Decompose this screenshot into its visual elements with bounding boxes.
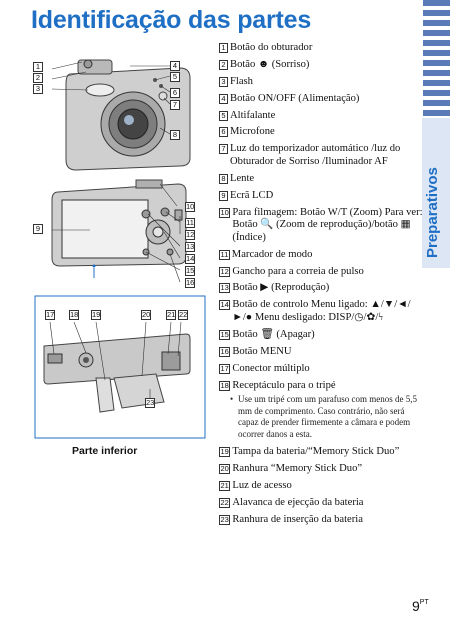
callout-11: 11 xyxy=(185,218,195,228)
callout-9: 9 xyxy=(33,224,43,234)
section-stripes xyxy=(423,0,450,120)
callout-15: 15 xyxy=(185,266,195,276)
callout-12: 12 xyxy=(185,230,195,240)
callout-7: 7 xyxy=(170,100,180,110)
callout-16: 16 xyxy=(185,278,195,288)
callout-5: 5 xyxy=(170,72,180,82)
callout-6: 6 xyxy=(170,88,180,98)
section-tab[interactable] xyxy=(422,118,450,268)
camera-back-view xyxy=(51,179,187,283)
page-number: 9PT xyxy=(412,598,429,614)
callout-18: 18 xyxy=(69,310,79,320)
callout-4: 4 xyxy=(170,61,180,71)
camera-illustrations xyxy=(34,59,206,439)
callout-21: 21 xyxy=(166,310,176,320)
camera-diagram: 1 2 3 4 5 6 7 8 9 10 11 12 13 14 15 16 1… xyxy=(30,42,215,462)
callout-13: 13 xyxy=(185,242,195,252)
callout-20: 20 xyxy=(141,310,151,320)
callout-19: 19 xyxy=(91,310,101,320)
callout-23: 23 xyxy=(145,398,155,408)
callout-1: 1 xyxy=(33,62,43,72)
page-title: Identificação das partes xyxy=(31,6,312,34)
camera-front-view xyxy=(51,59,191,171)
callout-22: 22 xyxy=(178,310,188,320)
callout-10: 10 xyxy=(185,202,195,212)
section-tab-label: Preparativos xyxy=(424,167,441,258)
callout-17: 17 xyxy=(45,310,55,320)
callout-3: 3 xyxy=(33,84,43,94)
callout-14: 14 xyxy=(185,254,195,264)
callout-8: 8 xyxy=(170,130,180,140)
bottom-view-box xyxy=(34,295,206,439)
callout-2: 2 xyxy=(33,73,43,83)
tripod-note: •Use um tripé com um parafuso com menos … xyxy=(230,394,417,439)
bottom-view-label: Parte inferior xyxy=(72,445,138,457)
